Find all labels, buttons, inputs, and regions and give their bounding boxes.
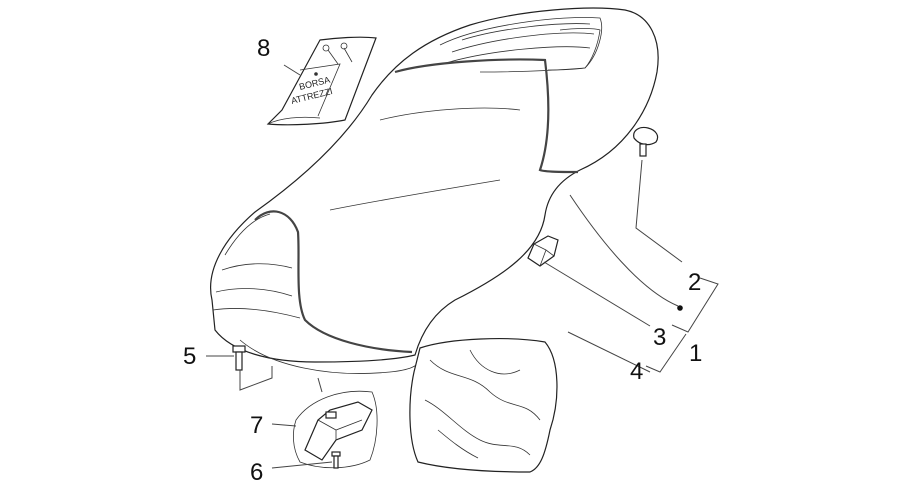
callout-2: 2 [688,269,701,296]
tool-bag: BORSA ATTREZZI [266,36,377,126]
callout-1: 1 [689,340,702,367]
callout-6: 6 [250,459,263,485]
screw-part-6 [331,451,341,469]
screw-part-2 [633,126,659,157]
callout-5: 5 [183,343,196,370]
bracket-part-7 [292,390,378,469]
buffer-part-3 [527,235,559,267]
callout-4: 4 [630,358,643,385]
callout-3: 3 [653,324,666,351]
seat [210,7,659,374]
bolt-part-5 [232,345,246,371]
callout-8: 8 [257,35,270,62]
callout-7: 7 [250,412,263,439]
seat-cover-part-4 [409,338,558,473]
leader-lines [206,64,719,469]
